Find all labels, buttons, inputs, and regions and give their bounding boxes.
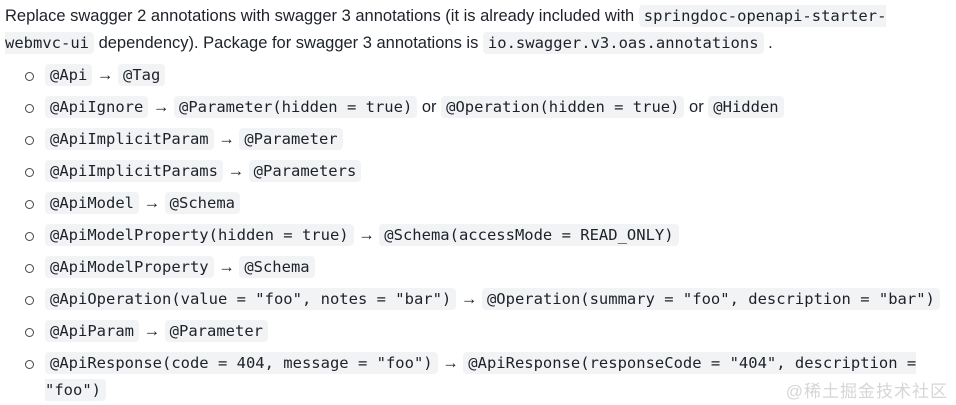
inline-code: @Api [45, 64, 93, 86]
inline-code: io.swagger.v3.oas.annotations [482, 32, 764, 54]
inline-code: @Schema [164, 192, 240, 214]
inline-code: @Schema(accessMode = READ_ONLY) [379, 224, 679, 246]
inline-code: @ApiImplicitParam [45, 128, 214, 150]
text-segment: → [92, 66, 118, 84]
text-segment: → [437, 354, 464, 372]
inline-code: @Operation(hidden = true) [441, 96, 685, 118]
list-item: @ApiImplicitParams → @Parameters [25, 158, 950, 185]
inline-code: @Parameter(hidden = true) [174, 96, 418, 118]
list-item: @ApiModelProperty(hidden = true) → @Sche… [25, 222, 950, 249]
text-segment: → [148, 98, 174, 116]
inline-code: @ApiOperation(value = "foo", notes = "ba… [45, 288, 457, 310]
text-segment: → [139, 194, 165, 212]
inline-code: @Parameter [239, 128, 343, 150]
text-segment: Replace swagger 2 annotations with swagg… [5, 7, 639, 25]
inline-code: @Parameters [248, 160, 362, 182]
text-segment: or [684, 98, 709, 116]
text-segment: → [213, 258, 240, 276]
inline-code: @ApiModel [45, 192, 139, 214]
list-item: @ApiParam → @Parameter [25, 318, 950, 345]
inline-code: @Tag [118, 64, 166, 86]
inline-code: @Schema [239, 256, 315, 278]
swagger-migration-list: @Api → @Tag @ApiIgnore → @Parameter(hidde… [5, 62, 950, 404]
list-item: @ApiModel → @Schema [25, 190, 950, 217]
text-segment: . [763, 34, 773, 52]
text-segment: or [417, 98, 442, 116]
list-item: @ApiIgnore → @Parameter(hidden = true) o… [25, 94, 950, 121]
list-item: @ApiImplicitParam → @Parameter [25, 126, 950, 153]
inline-code: @Hidden [708, 96, 784, 118]
inline-code: @ApiImplicitParams [45, 160, 223, 182]
inline-code: @Parameter [164, 320, 268, 342]
inline-code: @ApiResponse(code = 404, message = "foo"… [45, 352, 438, 374]
list-item: @ApiOperation(value = "foo", notes = "ba… [25, 286, 950, 313]
inline-code: @ApiModelProperty(hidden = true) [45, 224, 354, 246]
intro-paragraph: Replace swagger 2 annotations with swagg… [5, 3, 950, 57]
text-segment: → [139, 322, 165, 340]
text-segment: → [353, 226, 380, 244]
text-segment: dependency). Package for swagger 3 annot… [94, 34, 483, 52]
text-segment: → [213, 130, 240, 148]
list-item: @ApiModelProperty → @Schema [25, 254, 950, 281]
text-segment: → [222, 162, 249, 180]
inline-code: @ApiModelProperty [45, 256, 214, 278]
text-segment: → [456, 290, 482, 308]
inline-code: @Operation(summary = "foo", description … [481, 288, 940, 310]
list-item: @Api → @Tag [25, 62, 950, 89]
inline-code: @ApiParam [45, 320, 139, 342]
list-item: @ApiResponse(code = 404, message = "foo"… [25, 350, 950, 404]
inline-code: @ApiIgnore [45, 96, 149, 118]
